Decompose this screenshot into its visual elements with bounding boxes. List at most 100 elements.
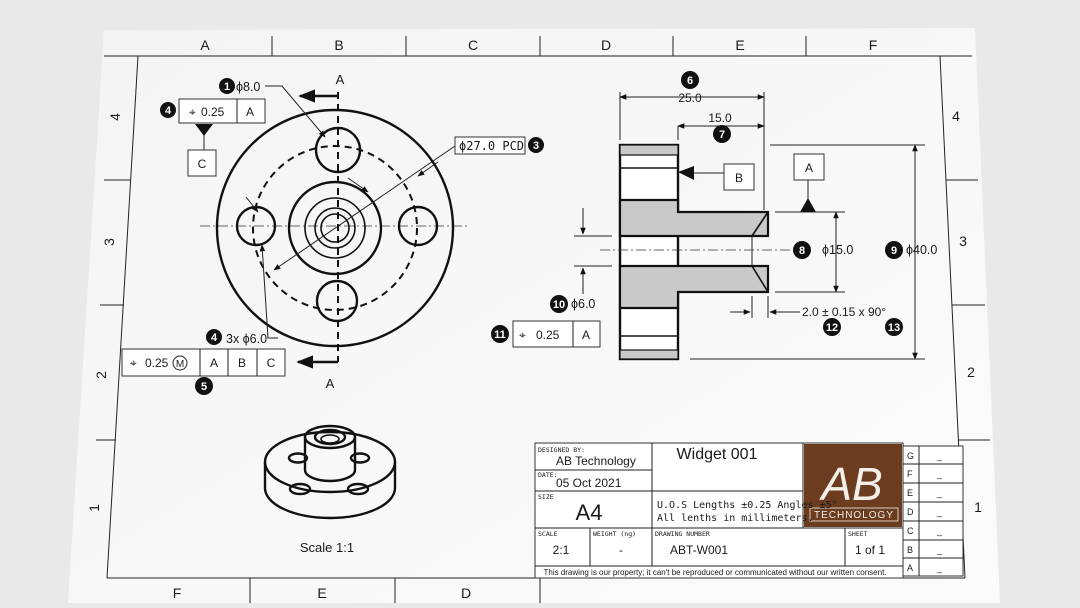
- datum-c-box: [187, 149, 217, 177]
- mmc-modifier-icon: [172, 355, 188, 371]
- row-label-left-1: 1: [86, 504, 102, 512]
- row-label-right-3: 3: [959, 233, 967, 249]
- bottom-col-label-f: F: [173, 585, 182, 601]
- svg-text:1: 1: [224, 81, 230, 93]
- revision-entry: _: [936, 451, 943, 461]
- badge-13: 13: [885, 318, 903, 336]
- fcf-bottom-modifier: M: [176, 359, 184, 370]
- datum-a-box: [793, 153, 825, 181]
- dia-15: ϕ15.0: [822, 243, 853, 257]
- hole-diameter-callout: ϕ8.0: [236, 80, 260, 94]
- badge-4-bottom: 4: [206, 329, 222, 345]
- badge-8: 8: [793, 241, 811, 259]
- scale-value: 2:1: [553, 543, 570, 557]
- pcd-callout: ϕ27.0 PCD: [459, 139, 524, 153]
- datum-a: A: [805, 161, 813, 175]
- fcf-section-datum: A: [582, 328, 590, 342]
- section-label-bottom: A: [326, 376, 335, 391]
- svg-text:7: 7: [719, 129, 725, 141]
- revision-letter-e: E: [907, 488, 913, 498]
- logo-mark: AB: [818, 458, 882, 510]
- section-view: [574, 92, 925, 361]
- company-logo: AB TECHNOLOGY: [804, 444, 902, 527]
- isometric-view: [263, 424, 397, 520]
- revision-letter-b: B: [907, 545, 913, 555]
- row-label-right-1: 1: [974, 499, 982, 515]
- drawing-title: Widget 001: [677, 446, 758, 463]
- flange-outline: [215, 108, 455, 348]
- badge-6: 6: [681, 71, 699, 89]
- revision-column: G F E D C B A _ _ _ _ _ _ _: [907, 451, 943, 573]
- notes-line-1: U.O.S Lengths ±0.25 Angles ±5°: [657, 500, 838, 511]
- revision-entry: _: [936, 488, 943, 498]
- size-label: SIZE: [538, 493, 554, 501]
- revision-letter-c: C: [907, 526, 914, 536]
- pcd-circle: [252, 145, 418, 311]
- chamfer-callout: 2.0 ± 0.15 x 90°: [802, 305, 886, 319]
- svg-text:13: 13: [888, 322, 900, 334]
- size-value: A4: [576, 500, 603, 525]
- front-view: [195, 85, 470, 369]
- revision-letter-d: D: [907, 507, 914, 517]
- section-label-top: A: [336, 72, 345, 87]
- logo-subtext: TECHNOLOGY: [814, 510, 894, 521]
- dim-25: 25.0: [678, 91, 702, 105]
- fcf-position-section: ⌖ 0.25 A: [512, 320, 601, 348]
- col-label-b: B: [334, 37, 343, 53]
- pcd-callout-box: [454, 136, 526, 155]
- dia-40: ϕ40.0: [906, 243, 937, 257]
- row-label-left-3: 3: [101, 238, 117, 246]
- col-label-d: D: [601, 37, 611, 53]
- badge-5: 5: [195, 377, 213, 395]
- revision-entry: _: [936, 545, 943, 555]
- badge-11: 11: [491, 325, 509, 343]
- fcf-top-tolerance: 0.25: [201, 105, 225, 119]
- scale-label: SCALE: [538, 530, 558, 538]
- designed-by-label: DESIGNED BY:: [538, 446, 585, 454]
- badge-4-top: 4: [160, 102, 176, 118]
- disclaimer: This drawing is our property; it can't b…: [543, 568, 886, 577]
- sheet-label: SHEET: [848, 530, 868, 538]
- revision-entry: _: [936, 526, 943, 536]
- svg-text:6: 6: [687, 75, 693, 87]
- row-label-left-2: 2: [93, 371, 109, 379]
- dia-6: ϕ6.0: [571, 297, 595, 311]
- weight-label: WEIGHT (ng): [593, 530, 636, 538]
- row-label-right-2: 2: [967, 364, 975, 380]
- revision-entry: _: [936, 507, 943, 517]
- weight-value: -: [619, 543, 623, 557]
- datum-b: B: [735, 171, 743, 185]
- bottom-col-label-e: E: [317, 585, 326, 601]
- position-icon: ⌖: [189, 105, 196, 119]
- designed-by-value: AB Technology: [556, 454, 636, 468]
- date-value: 05 Oct 2021: [556, 476, 622, 490]
- datum-c: C: [198, 157, 207, 171]
- fcf-bottom-tolerance: 0.25: [145, 356, 169, 370]
- drawing-number-value: ABT-W001: [670, 543, 728, 557]
- logo-background: [804, 444, 902, 527]
- badge-10: 10: [550, 295, 568, 313]
- fcf-bottom-datum-a: A: [210, 356, 218, 370]
- row-label-left-4: 4: [107, 113, 123, 121]
- fcf-bottom-datum-b: B: [238, 356, 246, 370]
- iso-scale-label: Scale 1:1: [300, 540, 354, 555]
- fcf-top-datum: A: [246, 105, 254, 119]
- position-icon: ⌖: [130, 356, 137, 370]
- notes-line-2: All lenths in millimeters.: [657, 513, 814, 524]
- revision-entry: _: [936, 469, 943, 479]
- revision-entry: _: [936, 563, 943, 573]
- small-holes-callout: 3x ϕ6.0: [226, 332, 267, 346]
- svg-text:12: 12: [826, 322, 838, 334]
- col-label-c: C: [468, 37, 478, 53]
- svg-text:3: 3: [533, 140, 539, 152]
- date-label: DATE:: [538, 471, 558, 479]
- fcf-section-tolerance: 0.25: [536, 328, 560, 342]
- svg-text:11: 11: [494, 329, 506, 341]
- revision-letter-f: F: [907, 469, 913, 479]
- svg-text:5: 5: [201, 381, 207, 393]
- svg-text:4: 4: [211, 332, 218, 344]
- sheet-value: 1 of 1: [855, 543, 885, 557]
- svg-text:4: 4: [165, 105, 172, 117]
